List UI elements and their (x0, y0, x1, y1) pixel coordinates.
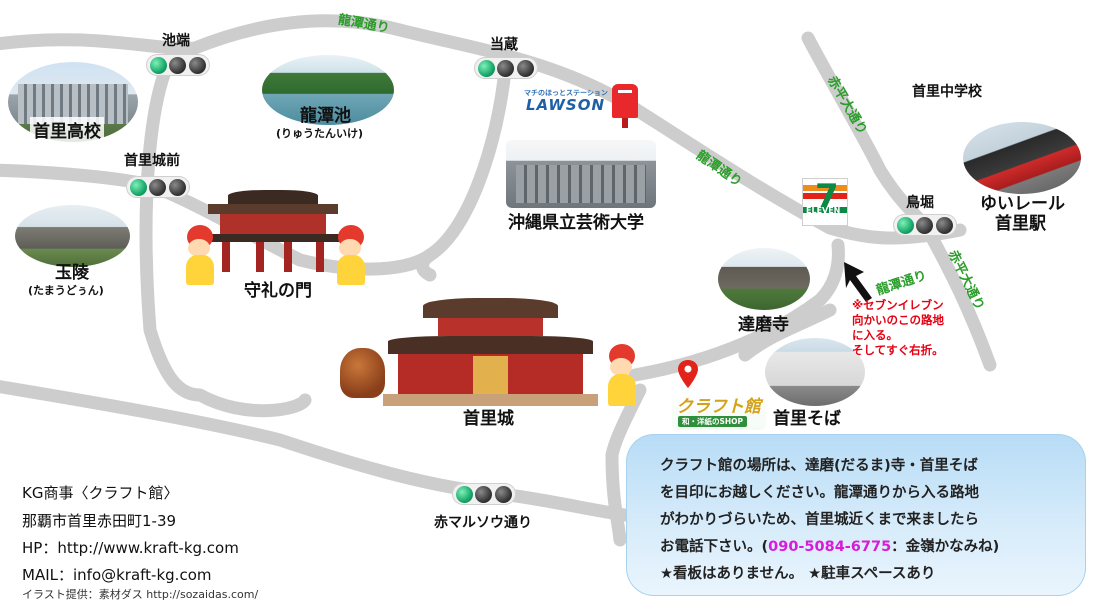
location-pin-icon (678, 360, 698, 388)
ryutan-pond-photo (262, 55, 394, 125)
label-aka-maruso: 赤マルソウ通り (434, 515, 532, 531)
lawson-logo: マチのほっとステーション LAWSON (524, 88, 608, 118)
illustration-credit: イラスト提供：素材ダス http://sozaidas.com/ (22, 588, 259, 601)
company-mail[interactable]: MAIL：info@kraft-kg.com (22, 566, 212, 584)
road-ryutan-dori (0, 14, 967, 245)
info-line-2: を目印にお越しください。龍潭通りから入る路地 (660, 485, 979, 501)
road-akahira-lower (918, 218, 997, 372)
label-art-univ: 沖縄県立芸術大学 (508, 213, 644, 233)
label-shuri-junior-high: 首里中学校 (912, 84, 982, 100)
road-soba-lane (738, 303, 837, 362)
label-shuri-soba: 首里そば (773, 409, 841, 429)
route-note-line1: ※セブンイレブン (852, 298, 944, 312)
company-hp[interactable]: HP：http://www.kraft-kg.com (22, 539, 239, 557)
road-ikehata-south (139, 53, 312, 418)
label-shurijomae: 首里城前 (124, 153, 180, 169)
info-line-4-suffix: ：金嶺かなみね) (891, 539, 1000, 555)
label-shuri-high: 首里高校 (30, 117, 104, 142)
route-note: ※セブンイレブン 向かいのこの路地 に入る。 そしてすぐ右折。 (852, 298, 944, 358)
road-kraft-south (605, 383, 647, 547)
company-address: 那覇市首里赤田町1-39 (22, 512, 177, 530)
route-note-line2: 向かいのこの路地 (852, 313, 944, 327)
yui-rail-photo (963, 122, 1081, 194)
lawson-name: LAWSON (526, 96, 606, 114)
label-shureimon: 守礼の門 (244, 281, 312, 301)
signal-aka-maruso (452, 483, 516, 505)
mascot-castle (604, 344, 640, 408)
info-line-5: ★看板はありません。 ★駐車スペースあり (660, 566, 936, 582)
label-ikehata: 池端 (162, 33, 190, 49)
mascot-right (333, 225, 368, 285)
seven-eleven-logo: 7 ELEVEN (802, 177, 848, 226)
info-line-3: がわかりづらいため、首里城近くまで来ましたら (660, 512, 979, 528)
road-akahira-upper (801, 31, 932, 232)
tamaudun-photo (15, 205, 130, 267)
shureimon-illustration (198, 190, 348, 274)
signal-torihori (893, 214, 957, 236)
road-west-lower (0, 380, 632, 522)
kraft-sign: クラフト館 和・洋紙のSHOP (672, 392, 766, 430)
road-shurijomae-west (0, 163, 437, 276)
shisa-illustration (340, 348, 385, 398)
road-touzou-south (416, 63, 512, 282)
label-darumaji: 達磨寺 (738, 315, 789, 335)
label-tamaudun: 玉陵 (55, 263, 89, 283)
label-tamaudun-reading: (たまうどぅん) (28, 284, 104, 297)
shurijo-illustration (383, 298, 598, 406)
signal-ikehata (146, 54, 210, 76)
info-phone[interactable]: 090-5084-6775 (768, 539, 892, 555)
company-name: KG商事〈クラフト館〉 (22, 484, 179, 502)
postbox-icon (612, 84, 638, 128)
shuri-soba-photo (765, 338, 865, 406)
seven-eleven-name: ELEVEN (806, 206, 841, 215)
mascot-left (182, 225, 217, 285)
label-touzou: 当蔵 (490, 37, 518, 53)
signal-shurijomae (126, 176, 190, 198)
label-torihori: 鳥堀 (906, 195, 934, 211)
signal-touzou (474, 57, 538, 79)
label-ryutan-pond: 龍潭池 (300, 106, 351, 126)
kraft-sign-name: クラフト館 (676, 397, 761, 417)
info-line-1: クラフト館の場所は、達磨(だるま)寺・首里そば (660, 458, 978, 474)
route-arrow-icon (844, 262, 872, 302)
info-box: クラフト館の場所は、達磨(だるま)寺・首里そば を目印にお越しください。龍潭通り… (626, 434, 1086, 596)
info-line-4: お電話下さい。(090-5084-6775：金嶺かなみね) (660, 535, 999, 556)
label-ryutan-pond-reading: (りゅうたんいけ) (276, 127, 364, 140)
label-shuri-station: 首里駅 (995, 214, 1046, 234)
info-line-4-prefix: お電話下さい。( (660, 539, 769, 555)
route-note-line4: そしてすぐ右折。 (852, 343, 944, 357)
kraft-sign-sub: 和・洋紙のSHOP (678, 416, 748, 427)
art-univ-photo (506, 140, 656, 208)
label-shurijo: 首里城 (463, 409, 514, 429)
label-yui-rail: ゆいレール (980, 194, 1065, 214)
lawson-tagline: マチのほっとステーション (524, 89, 608, 97)
route-note-line3: に入る。 (852, 328, 898, 342)
darumaji-photo (718, 248, 810, 310)
seven-eleven-number: 7 (815, 177, 839, 217)
